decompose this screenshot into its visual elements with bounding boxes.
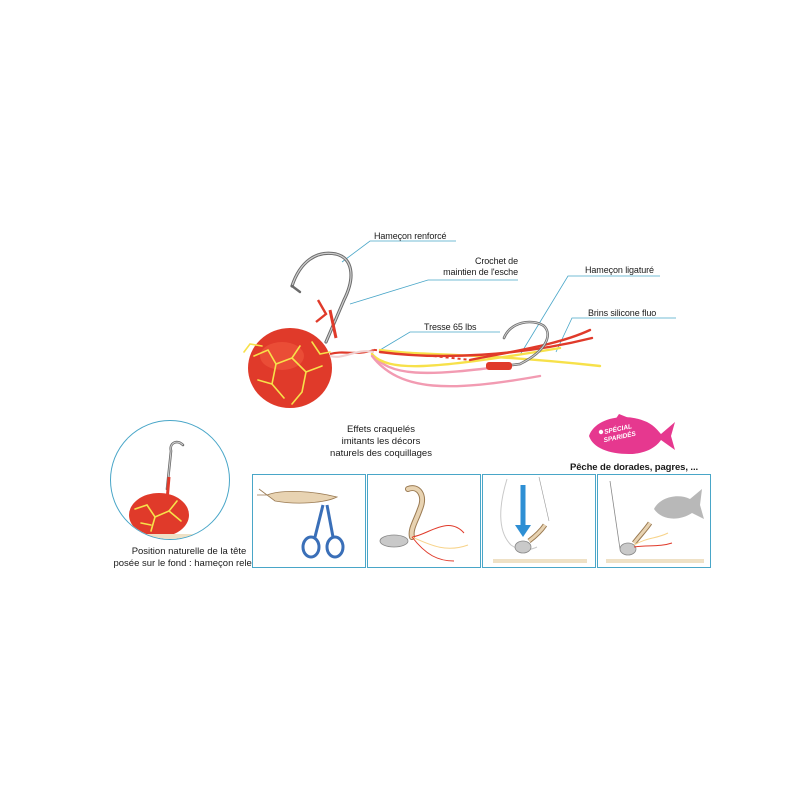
fish-approach-illustration bbox=[606, 480, 704, 563]
step-sink-panel bbox=[482, 474, 596, 568]
shrimp-rigging-illustration bbox=[379, 485, 469, 562]
step-rig-panel bbox=[367, 474, 481, 568]
resting-head-illustration bbox=[129, 440, 211, 539]
crackle-effect-text: Effets craquelés imitants les décors nat… bbox=[330, 424, 432, 459]
sinking-jig-illustration bbox=[493, 476, 587, 563]
target-species: Pêche de dorades, pagres, ... bbox=[570, 462, 699, 473]
assist-hook bbox=[486, 320, 549, 370]
label-hook-reinforced: Hameçon renforcé bbox=[374, 231, 447, 241]
shrimp-scissors-illustration bbox=[257, 488, 345, 559]
step-cut-shrimp-panel bbox=[252, 474, 366, 568]
step-fish-bite-panel bbox=[597, 474, 711, 568]
label-silicone-strands: Brins silicone fluo bbox=[588, 308, 657, 318]
natural-position-caption: Position naturelle de la tête posée sur … bbox=[113, 546, 265, 569]
silicone-strands bbox=[370, 328, 602, 388]
label-bait-keeper: Crochet de maintien de l'esche bbox=[443, 256, 518, 277]
main-hook bbox=[290, 251, 353, 344]
natural-position-inset bbox=[110, 420, 230, 540]
jig-head bbox=[243, 328, 332, 408]
label-braid: Tresse 65 lbs bbox=[424, 322, 477, 332]
label-hook-tied: Hameçon ligaturé bbox=[585, 265, 654, 275]
special-sparides-badge bbox=[589, 414, 675, 454]
bait-keeper-hook bbox=[315, 299, 328, 323]
